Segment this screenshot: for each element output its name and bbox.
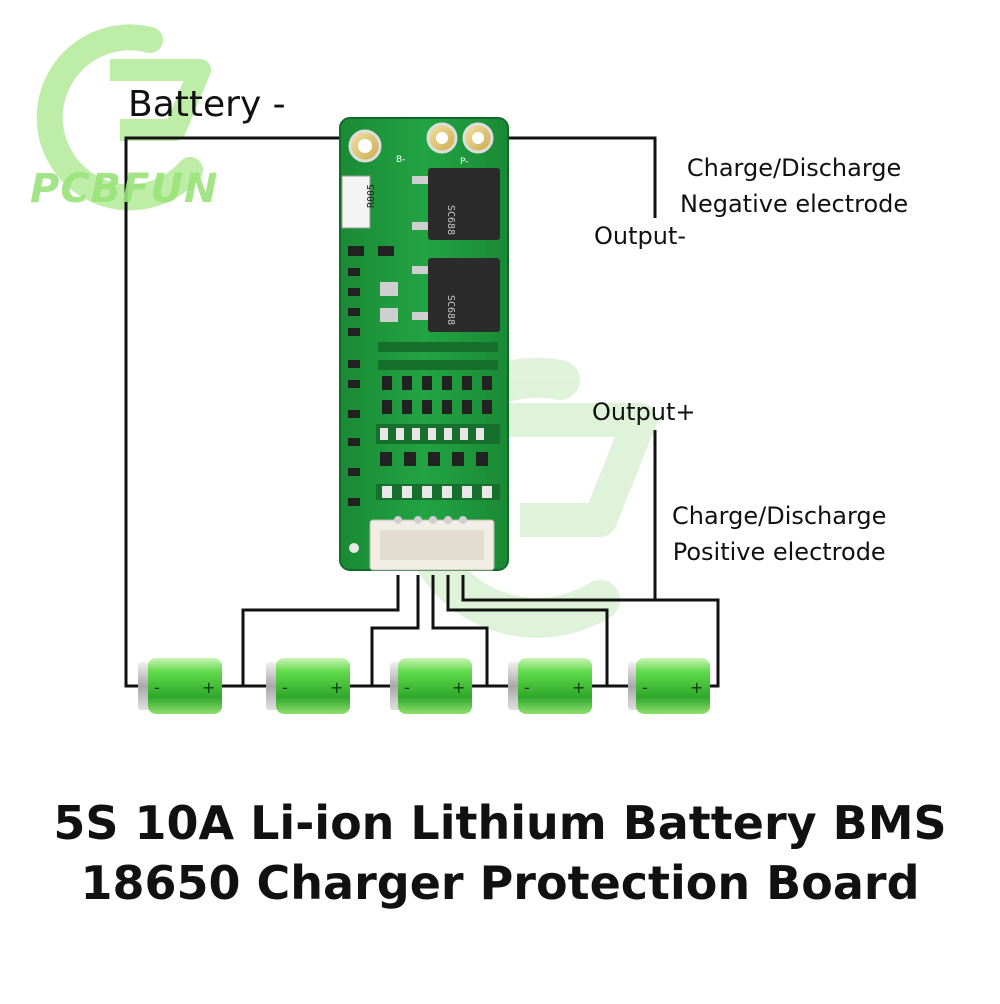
pad-b-label: B- bbox=[396, 155, 405, 165]
mosfet-top-marking: SC688 bbox=[445, 205, 456, 235]
cell-2-neg: - bbox=[282, 678, 288, 697]
mosfet-bottom bbox=[428, 258, 500, 332]
wire-output-negative bbox=[478, 136, 657, 218]
mosfet-bottom-marking: SC688 bbox=[445, 295, 456, 325]
balance-connector bbox=[369, 516, 495, 571]
cell-1-neg: - bbox=[154, 678, 160, 697]
product-title-line1: 5S 10A Li-ion Lithium Battery BMS bbox=[53, 796, 947, 850]
battery-cell-5: - + bbox=[628, 658, 710, 714]
cell-4-pos: + bbox=[572, 678, 585, 697]
wire-junction-2-3 bbox=[370, 575, 420, 686]
wire-to-cell5-positive bbox=[655, 598, 720, 688]
cell-2-pos: + bbox=[330, 678, 343, 697]
cell-3-pos: + bbox=[452, 678, 465, 697]
wires bbox=[124, 136, 720, 688]
cd-neg-line1: Charge/Discharge bbox=[686, 154, 902, 182]
pad-p-label: P- bbox=[460, 157, 468, 167]
wire-battery-negative bbox=[124, 136, 365, 688]
product-title-line2: 18650 Charger Protection Board bbox=[80, 856, 920, 910]
battery-cells: - + - + - + - + bbox=[138, 658, 710, 714]
shunt-resistor-label: R005 bbox=[366, 184, 377, 208]
wire-junction-4-5 bbox=[446, 575, 609, 686]
label-output-negative: Output- bbox=[594, 222, 687, 250]
cell-1-pos: + bbox=[202, 678, 215, 697]
cell-4-neg: - bbox=[524, 678, 530, 697]
battery-cell-1: - + bbox=[138, 658, 222, 714]
label-battery-negative: Battery - bbox=[128, 84, 286, 125]
label-charge-discharge-negative: Charge/Discharge Negative electrode bbox=[680, 150, 908, 222]
cd-pos-line1: Charge/Discharge bbox=[672, 502, 887, 530]
battery-cell-4: - + bbox=[508, 658, 592, 714]
wire-output-positive bbox=[461, 430, 657, 602]
brand-logo-text: PCBFUN bbox=[30, 166, 219, 212]
label-output-positive: Output+ bbox=[592, 398, 696, 426]
battery-cell-3: - + bbox=[390, 658, 472, 714]
mosfet-top bbox=[428, 168, 500, 240]
shunt-resistor bbox=[341, 175, 371, 229]
wire-junction-3-4 bbox=[431, 575, 489, 686]
cell-5-pos: + bbox=[690, 678, 703, 697]
bms-pcb-board: B- P- R005 SC688 SC688 bbox=[339, 117, 509, 571]
wire-junction-1-2 bbox=[241, 575, 400, 686]
pcbfun-logo bbox=[36, 24, 211, 211]
cd-neg-line2: Negative electrode bbox=[680, 190, 909, 218]
cd-pos-line2: Positive electrode bbox=[672, 538, 886, 566]
battery-cell-2: - + bbox=[266, 658, 350, 714]
label-charge-discharge-positive: Charge/Discharge Positive electrode bbox=[672, 498, 886, 570]
cell-5-neg: - bbox=[642, 678, 648, 697]
cell-3-neg: - bbox=[404, 678, 410, 697]
smd-components bbox=[348, 246, 500, 506]
